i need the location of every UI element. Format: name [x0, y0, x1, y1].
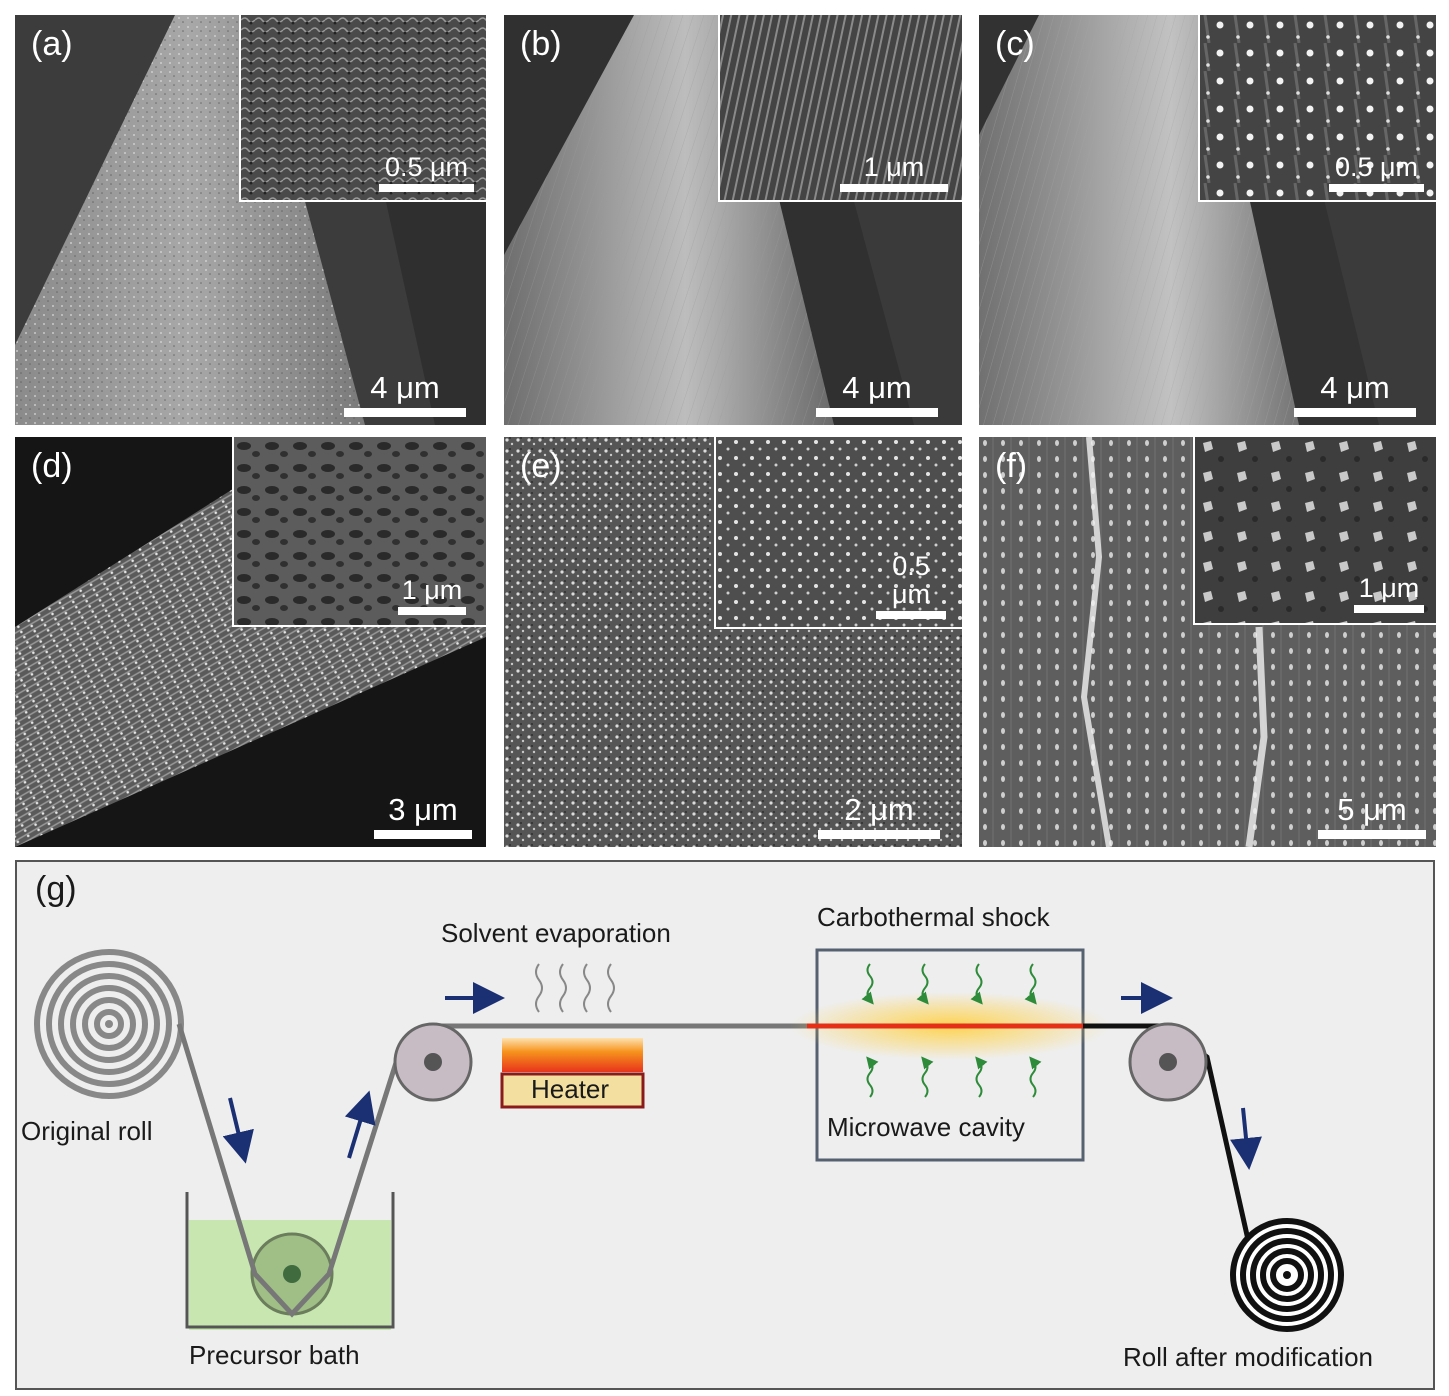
scale-line-b — [816, 408, 938, 417]
inset-scale-bar-f: 1 μm — [1354, 574, 1424, 613]
inset-scale-text-c: 0.5 μm — [1334, 152, 1419, 182]
sem-panel-c: (c) 0.5 μm 4 μm — [979, 15, 1436, 425]
scale-line-a — [344, 408, 466, 417]
sem-panel-e: (e) 0.5 μm 2 μm — [504, 437, 962, 847]
inset-f: 1 μm — [1193, 437, 1436, 625]
solvent-evaporation-label: Solvent evaporation — [441, 918, 671, 948]
schematic-drawing — [34, 948, 1344, 1332]
sem-panel-d: (d) 1 μm 3 μm — [15, 437, 486, 847]
scale-text-c: 4 μm — [1320, 370, 1390, 405]
direction-arrows — [222, 982, 1262, 1170]
heater-label: Heater — [531, 1074, 610, 1104]
panel-label-a: (a) — [31, 25, 73, 63]
scale-text-a: 4 μm — [370, 370, 440, 405]
inset-scale-text-a: 0.5 μm — [384, 152, 469, 182]
scale-text-f: 5 μm — [1337, 792, 1407, 827]
inset-scale-line-b — [840, 184, 948, 192]
scale-bar-c: 4 μm — [1294, 372, 1416, 417]
inset-scale-text-f: 1 μm — [1358, 573, 1420, 603]
microwave-cavity-icon — [790, 948, 1110, 1162]
scale-bar-a: 4 μm — [344, 372, 466, 417]
panel-label-d: (d) — [31, 447, 73, 485]
panel-label-b: (b) — [520, 25, 562, 63]
inset-scale-bar-c: 0.5 μm — [1329, 153, 1424, 192]
inset-image-a — [241, 15, 486, 200]
microwave-wave-icons — [861, 963, 1042, 1098]
scale-text-d: 3 μm — [388, 792, 458, 827]
original-roll-label: Original roll — [21, 1116, 153, 1146]
inset-image-b — [720, 15, 962, 200]
guide-roller-1 — [393, 1022, 473, 1102]
scale-text-b: 4 μm — [842, 370, 912, 405]
scale-text-e: 2 μm — [844, 792, 914, 827]
inset-image-e — [716, 437, 962, 627]
vapor-wave-icons — [535, 963, 615, 1013]
inset-image-d — [234, 437, 486, 625]
inset-e: 0.5 μm — [714, 437, 962, 629]
inset-scale-bar-e: 0.5 μm — [876, 552, 946, 619]
modified-roll-icon — [1230, 1218, 1344, 1332]
inset-scale-line-e — [876, 611, 946, 619]
scale-bar-b: 4 μm — [816, 372, 938, 417]
carbothermal-shock-label: Carbothermal shock — [817, 902, 1050, 932]
inset-d: 1 μm — [232, 437, 486, 627]
scale-bar-d: 3 μm — [374, 794, 472, 839]
scale-line-f — [1318, 830, 1426, 839]
process-schematic: (g) Original roll Precursor bath Solvent… — [15, 860, 1435, 1390]
scale-bar-f: 5 μm — [1318, 794, 1426, 839]
inset-scale-line-f — [1354, 605, 1424, 613]
inset-scale-text-d: 1 μm — [401, 575, 463, 605]
inset-a: 0.5 μm — [239, 15, 486, 202]
inset-image-f — [1195, 437, 1436, 623]
inset-scale-line-c — [1329, 184, 1424, 192]
scale-bar-e: 2 μm — [818, 794, 940, 839]
schematic-panel-label: (g) — [35, 870, 77, 908]
inset-b: 1 μm — [718, 15, 962, 202]
precursor-bath-label: Precursor bath — [189, 1340, 360, 1370]
scale-line-e — [818, 830, 940, 839]
scale-line-d — [374, 830, 472, 839]
inset-scale-bar-d: 1 μm — [398, 576, 466, 615]
guide-roller-2 — [1128, 1022, 1208, 1102]
sem-panel-a: (a) 0.5 μm 4 μm — [15, 15, 486, 425]
roll-after-modification-label: Roll after modification — [1123, 1342, 1373, 1372]
inset-scale-line-d — [398, 607, 466, 615]
heater-icon — [500, 1038, 645, 1109]
sem-panel-b: (b) 1 μm 4 μm — [504, 15, 962, 425]
inset-scale-text-b: 1 μm — [863, 152, 925, 182]
inset-scale-bar-a: 0.5 μm — [379, 153, 474, 192]
panel-label-e: (e) — [520, 447, 562, 485]
panel-label-f: (f) — [995, 447, 1028, 485]
inset-scale-line-a — [379, 184, 474, 192]
inset-c: 0.5 μm — [1198, 15, 1436, 202]
sem-panel-f: (f) 1 μm 5 μm — [979, 437, 1436, 847]
microwave-cavity-label: Microwave cavity — [827, 1112, 1025, 1142]
panel-label-c: (c) — [995, 25, 1035, 63]
inset-scale-text-e: 0.5 μm — [891, 551, 931, 609]
scale-line-c — [1294, 408, 1416, 417]
original-roll-icon — [34, 949, 184, 1099]
inset-image-c — [1200, 15, 1436, 200]
inset-scale-bar-b: 1 μm — [840, 153, 948, 192]
